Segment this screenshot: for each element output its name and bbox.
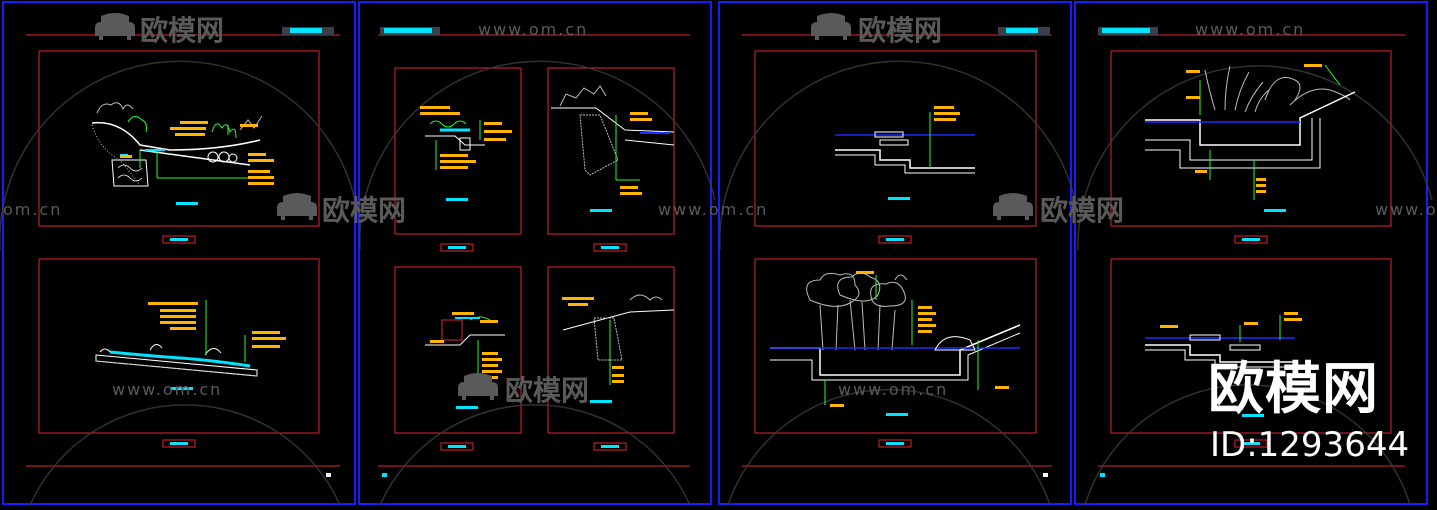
detail-2d (562, 294, 675, 385)
watermark-texts: 欧模网 欧模网 欧模网 欧模网 欧模网 www.om.cn www.om.cn … (3, 14, 1437, 407)
watermark-brand: 欧模网 (140, 14, 224, 47)
watermark-brand: 欧模网 (322, 194, 406, 227)
watermark-site-partial: om.cn (3, 200, 62, 219)
detail-4b (1145, 312, 1302, 368)
frame-1b (38, 258, 320, 434)
detail-1b (95, 300, 286, 377)
sofa-logo-icon (95, 13, 135, 40)
frame-2d (547, 266, 675, 434)
watermark-brand-large: 欧模网 (1208, 357, 1379, 422)
sheet-title-tags (282, 27, 1158, 477)
watermark-site: www.om.cn (658, 200, 768, 219)
watermark-circles (0, 60, 1433, 506)
frame-3b (754, 258, 1037, 434)
watermark-brand: 欧模网 (1040, 194, 1124, 227)
title-lines (26, 34, 1405, 467)
sheet-1-border (2, 1, 356, 505)
frame-4b (1110, 258, 1392, 434)
drawing-frames (38, 50, 1392, 434)
sofa-logo-icon (811, 13, 851, 40)
frame-4a (1110, 50, 1392, 227)
watermark-brand: 欧模网 (505, 374, 589, 407)
sofa-logo-icon (993, 193, 1033, 220)
frame-3a (754, 50, 1037, 227)
watermark-brand: 欧模网 (858, 14, 942, 47)
detail-4a (1145, 64, 1356, 200)
watermark-site: www.om.cn (838, 380, 948, 399)
sheet-4-border (1074, 1, 1428, 505)
watermark-site: www.om.cn (478, 20, 588, 39)
frame-2b (547, 67, 675, 235)
frame-2c (394, 266, 522, 434)
watermark-site: www.om.cn (1375, 200, 1437, 219)
detail-2c (425, 312, 505, 380)
frame-1a (38, 50, 320, 227)
frame-2a (394, 67, 522, 235)
watermark-site: www.om.cn (1195, 20, 1305, 39)
watermark-logos (95, 13, 1033, 400)
frame-caption-tags (162, 197, 1286, 451)
sheet-3-border (718, 1, 1072, 505)
detail-3b (770, 271, 1021, 407)
sofa-logo-icon (458, 373, 498, 400)
detail-2b (551, 85, 675, 195)
detail-2a (420, 106, 512, 170)
sheet-2-border (358, 1, 712, 505)
detail-3a (835, 106, 975, 174)
detail-1a (91, 102, 274, 187)
sofa-logo-icon (277, 193, 317, 220)
watermark-site: www.om.cn (112, 380, 222, 399)
watermark-id: ID:1293644 (1210, 425, 1410, 465)
